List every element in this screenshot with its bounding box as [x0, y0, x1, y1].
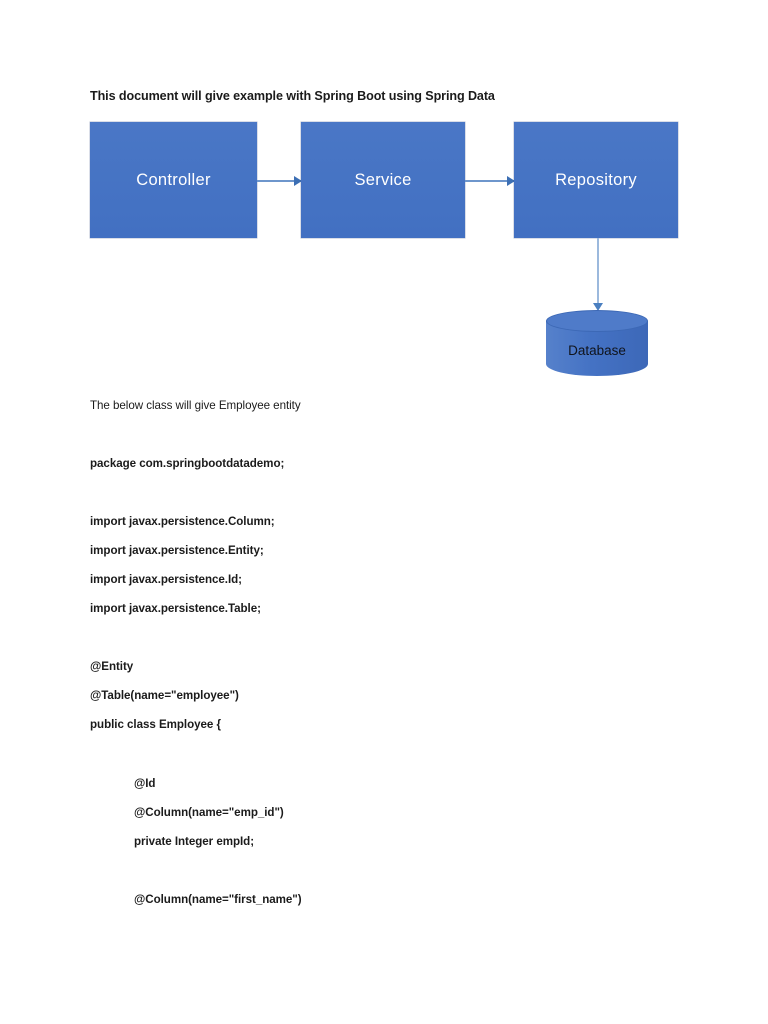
arrow-service-to-repository — [465, 180, 514, 182]
code-line: @Column(name="emp_id") — [134, 806, 284, 819]
diagram-node-label: Database — [568, 342, 626, 358]
code-line: @Id — [134, 777, 156, 790]
intro-paragraph: The below class will give Employee entit… — [90, 399, 301, 412]
diagram-node-repository: Repository — [514, 122, 678, 238]
architecture-diagram: Controller Service Repository Database — [0, 0, 768, 400]
code-line: private Integer empId; — [134, 835, 255, 848]
cylinder-body — [546, 321, 648, 376]
code-line: package com.springbootdatademo; — [90, 457, 285, 470]
code-line: @Column(name="first_name") — [134, 893, 302, 906]
code-line: public class Employee { — [90, 718, 221, 731]
diagram-node-label: Service — [354, 170, 412, 189]
code-line: import javax.persistence.Id; — [90, 573, 242, 586]
diagram-node-label: Repository — [555, 170, 637, 189]
cylinder-top-ellipse — [546, 310, 648, 332]
diagram-node-database: Database — [546, 310, 648, 382]
code-line: import javax.persistence.Column; — [90, 515, 275, 528]
diagram-node-label: Controller — [136, 170, 211, 189]
diagram-node-service: Service — [301, 122, 465, 238]
code-line: @Entity — [90, 660, 134, 673]
arrow-repository-to-database — [597, 238, 599, 304]
diagram-node-controller: Controller — [90, 122, 257, 238]
page-title: This document will give example with Spr… — [90, 89, 495, 103]
code-line: import javax.persistence.Entity; — [90, 544, 264, 557]
code-line: import javax.persistence.Table; — [90, 602, 261, 615]
code-line: @Table(name="employee") — [90, 689, 239, 702]
arrow-controller-to-service — [257, 180, 301, 182]
